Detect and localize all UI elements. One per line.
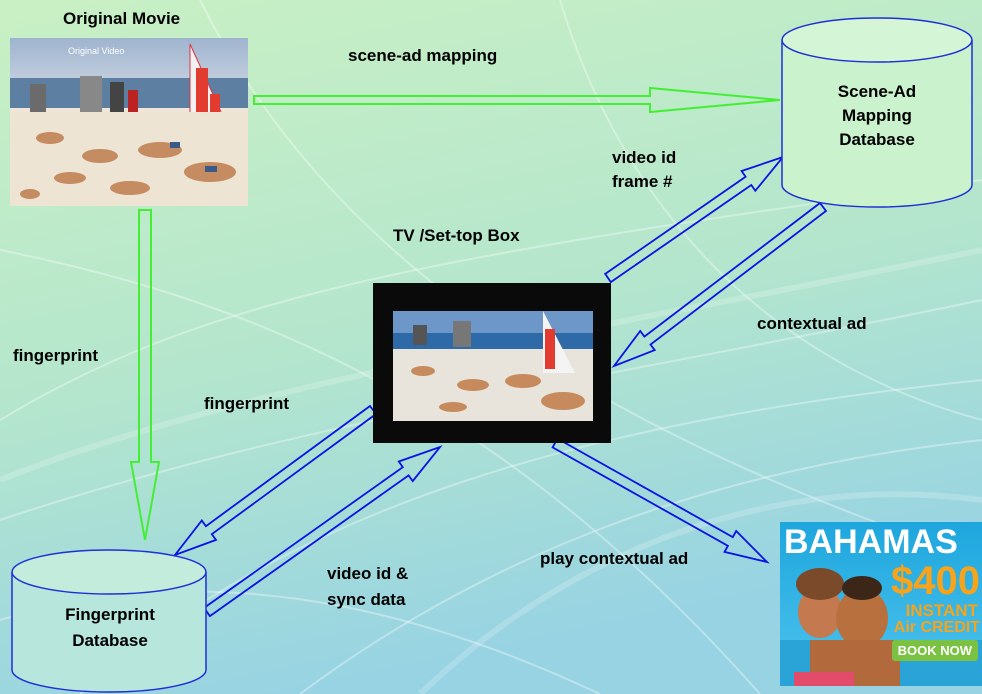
fingerprint-database-cylinder [11, 549, 207, 693]
book-now-button[interactable]: BOOK NOW [891, 640, 978, 661]
ad-amount: $400 [891, 559, 980, 603]
scene-ad-to-tv-arrow [611, 201, 828, 368]
tv-to-ad-arrow [551, 437, 770, 564]
tv-to-fingerprint-arrow [172, 404, 378, 557]
video-sync-label-line1: video id & [327, 564, 409, 583]
tv-settop-box-label: TV /Set-top Box [393, 226, 520, 245]
fingerprint-db-line1: Fingerprint [65, 605, 155, 624]
original-video-caption: Original Video [68, 46, 124, 56]
fingerprint-down-arrow [129, 209, 161, 541]
original-movie-title: Original Movie [63, 9, 181, 28]
video-sync-label-line2: sync data [327, 590, 406, 609]
ad-headline: BAHAMAS [784, 523, 958, 561]
scene-ad-db-line2: Mapping [842, 106, 912, 125]
scene-ad-database-label: Scene-Ad Mapping Database [800, 80, 954, 152]
play-contextual-ad-label: play contextual ad [540, 549, 689, 568]
video-id-label-line1: video id [612, 148, 677, 167]
ad-line2: Air CREDIT [893, 619, 980, 636]
scene-ad-database-cylinder [781, 17, 973, 208]
fingerprint-db-line2: Database [72, 631, 148, 650]
contextual-ad-label: contextual ad [757, 314, 867, 333]
video-id-label-line2: frame # [612, 172, 673, 191]
tv-screen-image [373, 283, 611, 443]
bahamas-ad-image: BAHAMAS $400 INSTANT Air CREDIT BOOK NOW [780, 522, 982, 686]
fingerprint-database-label: Fingerprint Database [30, 602, 190, 654]
scene-ad-db-line1: Scene-Ad [837, 82, 917, 101]
ad-line1: INSTANT [905, 601, 978, 620]
scene-ad-db-line3: Database [839, 130, 915, 149]
fingerprint-label-left: fingerprint [13, 346, 98, 365]
scene-ad-mapping-label: scene-ad mapping [348, 46, 498, 65]
original-movie-image: Original Video [10, 38, 248, 206]
tv-to-scene-ad-arrow [603, 155, 786, 284]
fingerprint-label-mid: fingerprint [204, 394, 289, 413]
fingerprint-to-tv-arrow [202, 445, 443, 618]
scene-ad-mapping-arrow [253, 86, 781, 114]
